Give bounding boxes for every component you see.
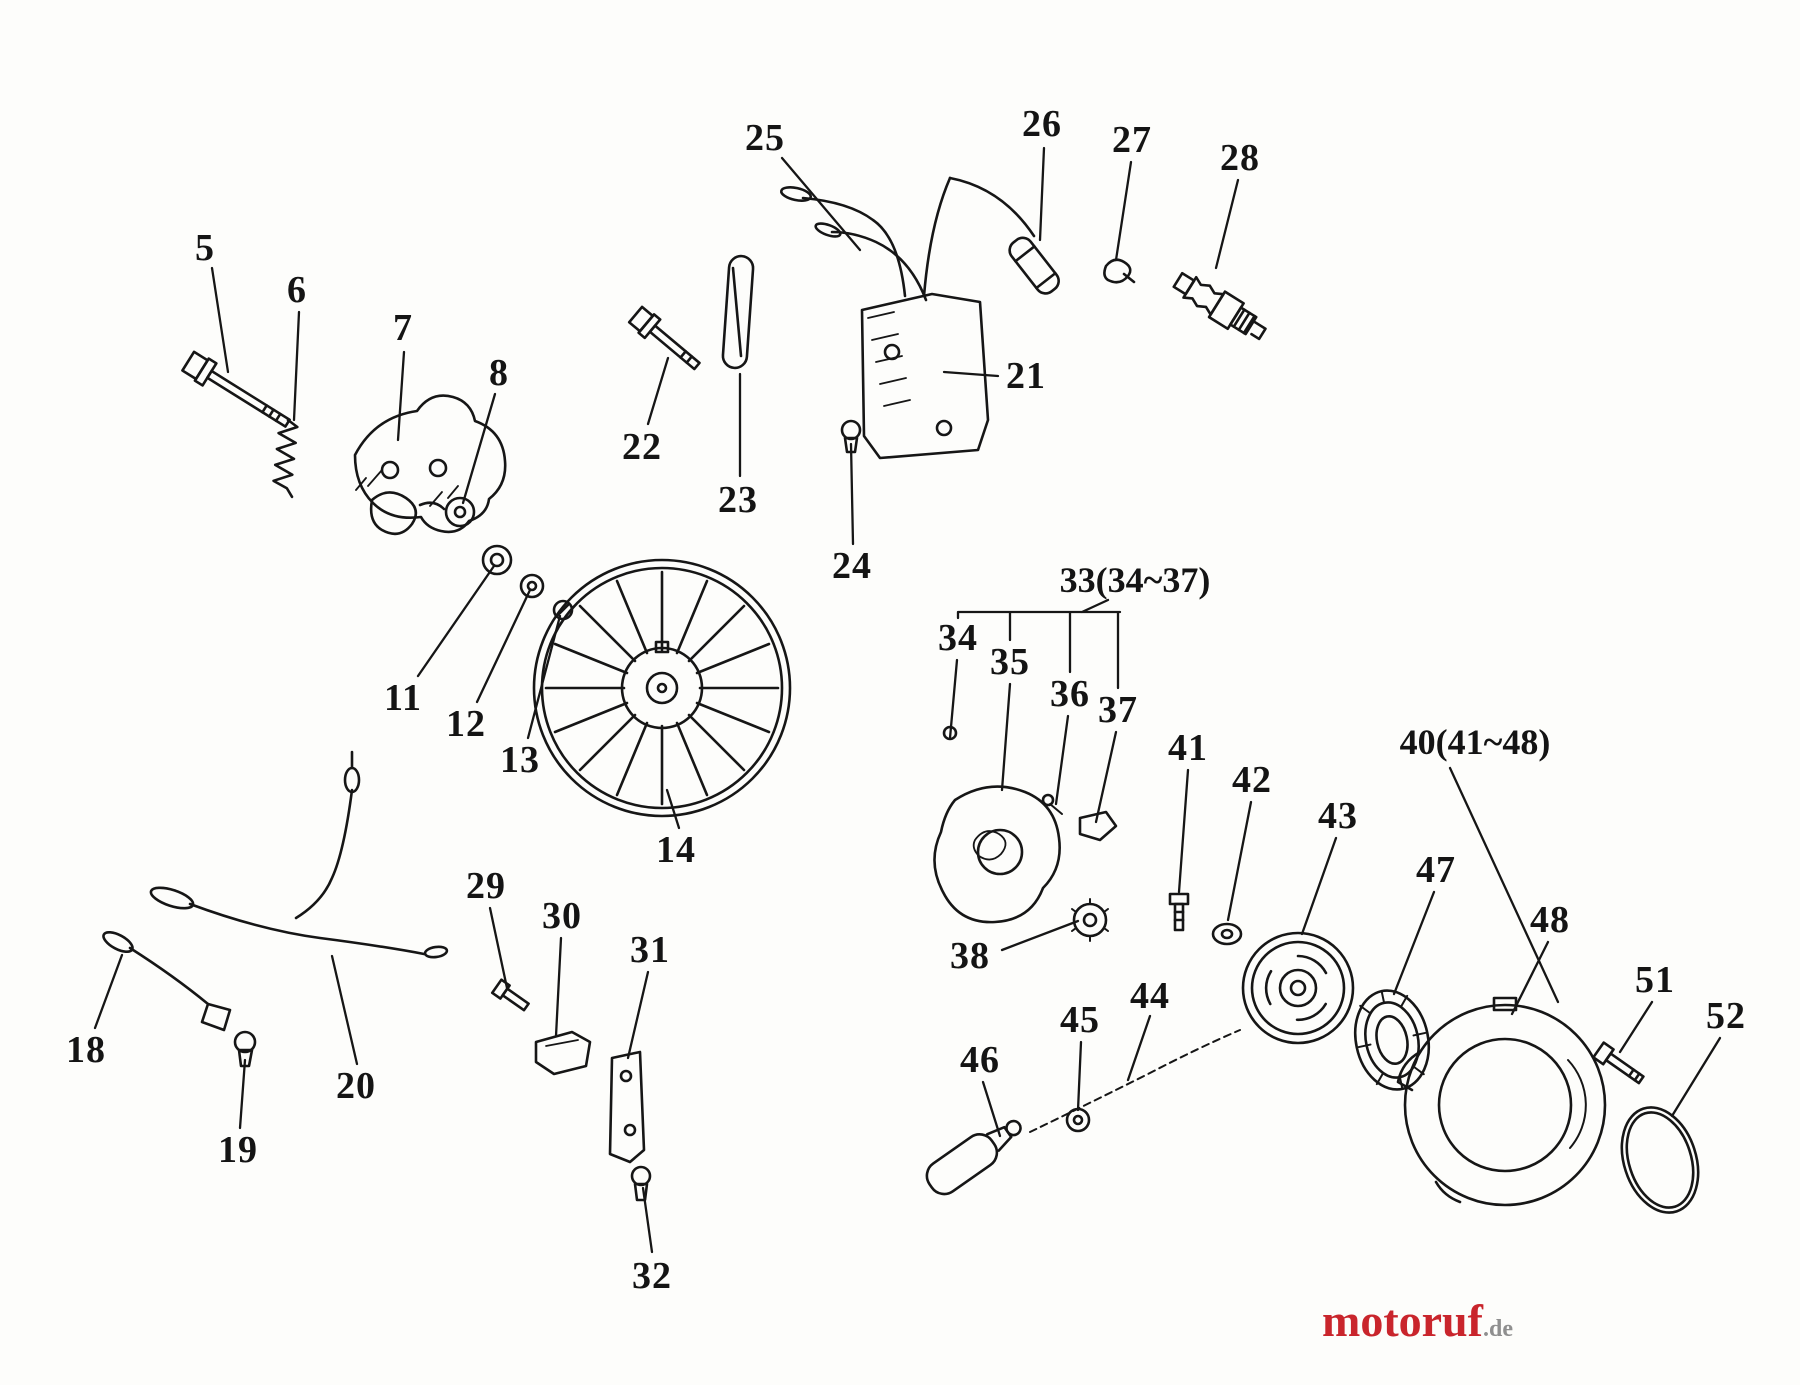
part-label-34: 34 [938, 617, 978, 659]
part-label-14: 14 [656, 829, 696, 871]
coil-screw-part [840, 419, 862, 454]
part-label-6: 6 [287, 269, 307, 311]
ground-wire-part [102, 930, 232, 1032]
part-label-38: 38 [950, 935, 990, 977]
starter-rope-part [1029, 1029, 1241, 1133]
washer-11-part [481, 544, 513, 576]
part-label-33-group: 33(34~37) [1059, 560, 1211, 600]
part-label-12: 12 [446, 703, 486, 745]
part-label-29: 29 [466, 865, 506, 907]
part-label-24: 24 [832, 545, 872, 587]
washer-42-part [1211, 922, 1243, 946]
part-label-5: 5 [195, 227, 215, 269]
starter-bolt-41-part [1168, 892, 1190, 932]
seal-ring-52-part [1620, 1106, 1700, 1214]
watermark-logo: motoruf.de [1322, 1298, 1513, 1344]
part-label-40-group: 40(41~48) [1399, 722, 1551, 762]
starter-pulley-part [1241, 931, 1355, 1045]
part-label-23: 23 [718, 479, 758, 521]
part-label-31: 31 [630, 929, 670, 971]
part-label-47: 47 [1416, 849, 1456, 891]
coil-bolt-part [627, 305, 701, 371]
part-label-41: 41 [1168, 727, 1208, 769]
part-label-32: 32 [632, 1255, 672, 1297]
part-label-37: 37 [1098, 689, 1138, 731]
part-label-27: 27 [1112, 119, 1152, 161]
starter-grip-part [925, 1119, 1022, 1196]
rewind-spring-part [1353, 989, 1431, 1091]
part-label-8: 8 [489, 352, 509, 394]
screw-29-part [490, 978, 530, 1012]
part-label-30: 30 [542, 895, 582, 937]
part-label-11: 11 [384, 677, 422, 719]
part-label-52: 52 [1706, 995, 1746, 1037]
part-label-7: 7 [393, 307, 413, 349]
clutch-bolt-part [181, 350, 291, 428]
clutch-assembly-part [353, 394, 507, 536]
ignition-coil-part [779, 176, 1036, 460]
part-label-18: 18 [66, 1029, 106, 1071]
part-label-13: 13 [500, 739, 540, 781]
part-label-36: 36 [1050, 673, 1090, 715]
lock-washer-part [1071, 898, 1109, 942]
part-label-46: 46 [960, 1039, 1000, 1081]
plug-terminal-part [1103, 258, 1136, 284]
spark-plug-part [1172, 271, 1267, 341]
clutch-washer-part [444, 496, 476, 528]
part-label-42: 42 [1232, 759, 1272, 801]
part-label-25: 25 [745, 117, 785, 159]
wiring-harness-part [149, 750, 449, 959]
part-label-26: 26 [1022, 103, 1062, 145]
cover-30-part [534, 1030, 592, 1076]
part-label-44: 44 [1130, 975, 1170, 1017]
watermark-tld: .de [1482, 1316, 1513, 1342]
part-label-20: 20 [336, 1065, 376, 1107]
part-label-35: 35 [990, 641, 1030, 683]
part-label-51: 51 [1635, 959, 1675, 1001]
screw-32-part [630, 1165, 652, 1202]
condenser-part [721, 254, 755, 370]
clutch-spring-part [272, 418, 299, 499]
bracket-31-part [608, 1050, 646, 1164]
starter-housing-part [1396, 996, 1607, 1207]
washer-12-part [519, 573, 545, 599]
part-label-19: 19 [218, 1129, 258, 1171]
part-label-21: 21 [1006, 355, 1046, 397]
part-label-43: 43 [1318, 795, 1358, 837]
plug-boot-part [1008, 236, 1060, 295]
flywheel-part [532, 558, 792, 818]
part-label-48: 48 [1530, 899, 1570, 941]
part-label-22: 22 [622, 426, 662, 468]
part-label-45: 45 [1060, 999, 1100, 1041]
pawl-case-part [933, 725, 1118, 924]
part-label-28: 28 [1220, 137, 1260, 179]
ground-screw-part [233, 1030, 257, 1068]
rope-bushing-part [1065, 1107, 1091, 1133]
watermark-brand: motoruf [1322, 1295, 1483, 1346]
housing-bolt-51-part [1592, 1041, 1645, 1085]
